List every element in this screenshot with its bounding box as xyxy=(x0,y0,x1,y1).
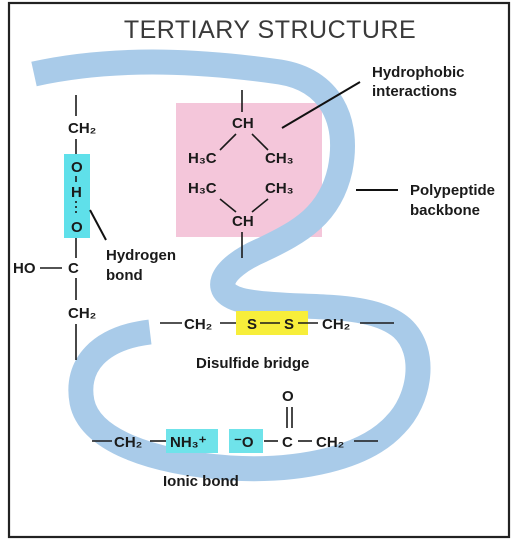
disulfide-group: CH₂ S S CH₂ xyxy=(160,311,394,335)
h3c-2: H₃C xyxy=(188,180,217,197)
hydrophobic-group: CH H₃C CH₃ H₃C CH₃ CH xyxy=(188,90,294,258)
hydrophobic-box xyxy=(176,103,322,237)
polypeptide-backbone xyxy=(31,49,431,482)
s-right: S xyxy=(284,316,294,333)
hydrogen-pointer xyxy=(89,209,107,241)
diagram-title: TERTIARY STRUCTURE xyxy=(124,16,416,44)
c-atom: C xyxy=(282,434,293,451)
o-bottom: O xyxy=(71,219,83,236)
ch2-bottom: CH₂ xyxy=(68,305,96,322)
bond-line xyxy=(251,133,269,151)
top-ch: CH xyxy=(232,115,254,132)
o-minus: ⁻O xyxy=(234,434,254,451)
hydrogen-label-line2: bond xyxy=(106,267,143,284)
ionic-label: Ionic bond xyxy=(163,473,239,490)
ch3-2: CH₃ xyxy=(265,180,294,197)
ch3-1: CH₃ xyxy=(265,150,294,167)
o-double: O xyxy=(282,388,294,405)
ch2-right: CH₂ xyxy=(322,316,350,333)
bond-line xyxy=(219,198,237,213)
hydrogen-box xyxy=(64,154,90,238)
bond-line xyxy=(251,198,269,213)
ho-group: HO xyxy=(13,260,36,277)
hydrophobic-pointer xyxy=(281,81,361,129)
s-left: S xyxy=(247,316,257,333)
nh3-plus: NH₃⁺ xyxy=(170,434,207,451)
ionic-box-o xyxy=(229,429,263,453)
ionic-box-nh3 xyxy=(166,429,218,453)
bottom-ch: CH xyxy=(232,213,254,230)
ch2-right: CH₂ xyxy=(316,434,344,451)
hydrophobic-label-line2: interactions xyxy=(372,83,457,100)
ionic-group: CH₂ NH₃⁺ ⁻O C O CH₂ xyxy=(92,388,378,453)
bond-line xyxy=(219,133,237,151)
o-top: O xyxy=(71,159,83,176)
ch2-left: CH₂ xyxy=(114,434,142,451)
ch2-top: CH₂ xyxy=(68,120,96,137)
backbone-label-line1: Polypeptide xyxy=(410,182,495,199)
h3c-1: H₃C xyxy=(188,150,217,167)
h-atom: H xyxy=(71,184,82,201)
backbone-label-line2: backbone xyxy=(410,202,480,219)
hydrophobic-label-line1: Hydrophobic xyxy=(372,64,465,81)
ch2-left: CH₂ xyxy=(184,316,212,333)
hydrogen-group: CH₂ O H O HO C CH₂ xyxy=(13,95,96,360)
disulfide-label: Disulfide bridge xyxy=(196,355,309,372)
c-atom: C xyxy=(68,260,79,277)
hydrogen-label-line1: Hydrogen xyxy=(106,247,176,264)
